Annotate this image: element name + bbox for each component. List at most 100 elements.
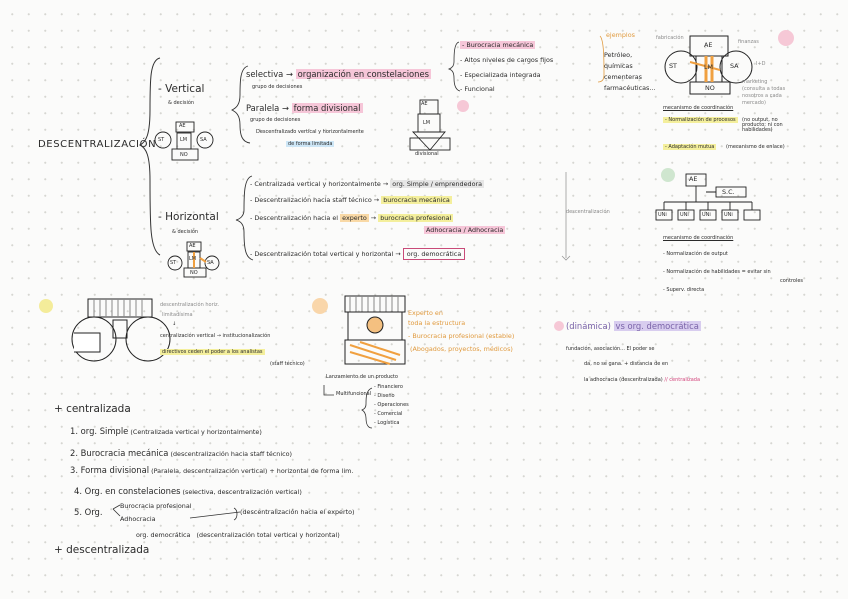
bottom-item-2: 2. Burocracia mecánica (descentralizació… xyxy=(70,448,293,458)
mec2-note: controles xyxy=(780,278,804,284)
mec-title-2: mecanismo de coordinación xyxy=(663,235,734,241)
multi-item: - Financiero xyxy=(374,384,403,390)
mid-left-t1: descentralización horiz. xyxy=(160,302,220,308)
vertical-note1: Descentralizado vertical y horizontalmen… xyxy=(256,129,364,135)
horizontal-label: - Horizontal xyxy=(158,211,219,223)
examples-title: ejemplos xyxy=(606,31,635,39)
example-item: cementeras xyxy=(604,73,642,81)
label-sa: SA xyxy=(200,137,207,143)
rm-l2: da, no se gana. + distancia de en xyxy=(584,361,669,367)
label-no: NO xyxy=(180,152,188,158)
big-sa: SA xyxy=(730,62,739,70)
launch: Lanzamiento de un producto xyxy=(326,374,398,380)
mid-left-t2: limitadísima xyxy=(162,312,193,318)
big-no: NO xyxy=(705,84,715,92)
bottom-item-4: 4. Org. en constelaciones (selectiva, de… xyxy=(74,486,302,496)
ann-id: I+D xyxy=(756,61,766,67)
label-st: ST xyxy=(158,137,165,143)
list1-item: - Altos niveles de cargos fijos xyxy=(460,56,554,64)
page-title: DESCENTRALIZACIÓN xyxy=(38,139,157,150)
ann-mercado: mercado) xyxy=(742,100,766,106)
ann-consulta: (consulta a todas xyxy=(742,86,786,92)
expert-4: (Abogados, proyectos, médicos) xyxy=(410,345,513,353)
ann-marketing: marketing xyxy=(742,79,768,85)
bottom-item-3: 3. Forma divisional (Paralela, descentra… xyxy=(70,465,354,475)
mec2-note: (mecanismo de enlace) xyxy=(726,144,785,150)
big-lm: LM xyxy=(704,63,714,71)
multi-item: - Comercial xyxy=(374,411,403,417)
expert-2: toda la estructura xyxy=(408,319,466,327)
mec2-item: - Normalización de habilidades = evitar … xyxy=(663,269,771,275)
tree-uni: UNi xyxy=(702,212,711,218)
ann-fabricacion: fabricación xyxy=(656,35,684,41)
big-ae: AE xyxy=(704,41,713,49)
h-item-2: - Descentralización hacia staff técnico … xyxy=(250,196,452,204)
rm-l3: la adhocracia (descentralizada) // centr… xyxy=(584,377,701,383)
h-item-4: - Descentralización total vertical y hor… xyxy=(250,248,466,260)
vertical-label: - Vertical xyxy=(158,83,205,95)
h-item-3: - Descentralización hacia el experto → b… xyxy=(250,214,454,222)
org-diagram-horizontal xyxy=(167,241,220,278)
big-st: ST xyxy=(669,62,677,70)
selectiva-sub: grupo de decisiones xyxy=(252,84,303,90)
mid-left-arrow: ↓ xyxy=(172,321,177,327)
tree-uni: UNi xyxy=(658,212,667,218)
paralela-sub: grupo de decisiones xyxy=(250,117,301,123)
item5-b: Adhocracia xyxy=(120,515,156,523)
expert-1: Experto en xyxy=(408,309,443,317)
vertical-sub: & decisión xyxy=(168,100,195,106)
h-item-1: - Centralizada vertical y horizontalment… xyxy=(250,180,485,188)
multi-item: - Operaciones xyxy=(374,402,409,408)
list1-item: - Funcional xyxy=(460,85,495,93)
plus-descentralizada: + descentralizada xyxy=(54,544,150,556)
mec2-item: - Superv. directa xyxy=(663,287,705,293)
item5-a: Burocracia profesional xyxy=(120,502,192,510)
h-st: ST xyxy=(170,260,177,266)
multi-item: - Diseño xyxy=(374,393,395,399)
example-item: Petróleo, xyxy=(604,51,633,59)
org-diagram-big xyxy=(664,35,753,95)
professional-sketch xyxy=(344,295,406,365)
ann-finanzas: finanzas xyxy=(738,39,759,45)
division-tree-diagram xyxy=(655,173,761,221)
mec1: - Normalización de procesos xyxy=(663,117,738,123)
list1-item: - Burocracia mecánica xyxy=(460,41,536,49)
tree-uni: UNi xyxy=(680,212,689,218)
tree-sc: S.C. xyxy=(722,188,735,196)
list1-item: - Especializada integrada xyxy=(460,71,541,79)
label-lm: LM xyxy=(180,137,188,143)
div-ae: AE xyxy=(421,101,428,107)
ann-nosotros: nosotros a cada xyxy=(742,93,782,99)
mec2: - Adaptación mutua xyxy=(663,144,717,150)
item5-note: (descentralización hacia el experto) xyxy=(240,508,355,516)
org-diagram-vertical xyxy=(154,121,214,161)
multi-item: - Logística xyxy=(374,420,400,426)
descent-side: descentralización xyxy=(566,209,610,215)
mid-left-t4: directivos ceden el poder a los analista… xyxy=(160,349,265,355)
example-item: químicas xyxy=(604,62,633,70)
h-sa: SA xyxy=(207,260,214,266)
label-ae: AE xyxy=(179,123,186,129)
h-item-3b: Adhocracia / Adhocracia xyxy=(424,226,506,234)
h-no: NO xyxy=(190,270,198,276)
multi: Multifuncional xyxy=(336,391,372,397)
mec1-note: (no output, no producto; ni con habilida… xyxy=(742,117,783,133)
h-lm: LM xyxy=(189,256,197,262)
rm-title: (dinámica) vs org. democrática xyxy=(566,321,701,331)
tree-ae: AE xyxy=(689,175,698,183)
tree-uni: UNi xyxy=(724,212,733,218)
mid-left-t3: centralización vertical → institucionali… xyxy=(160,333,271,339)
staff-sketch xyxy=(71,298,171,362)
mec-title-1: mecanismo de coordinación xyxy=(663,105,734,111)
example-item: farmacéuticas... xyxy=(604,84,656,92)
mid-left-t5: (staff técnico) xyxy=(270,361,305,367)
mec2-item: - Normalización de output xyxy=(663,251,728,257)
item5-c: org. democrática (descentralización tota… xyxy=(136,531,340,539)
paralela-label: Paralela → forma divisional xyxy=(246,103,363,113)
plus-centralizada: + centralizada xyxy=(54,403,131,415)
bottom-item-5: 5. Org. xyxy=(74,507,103,517)
divisional-caption: divisional xyxy=(415,151,439,157)
rm-l1: fundación, asociación... El poder se xyxy=(566,346,655,352)
divisional-sketch xyxy=(409,99,451,151)
